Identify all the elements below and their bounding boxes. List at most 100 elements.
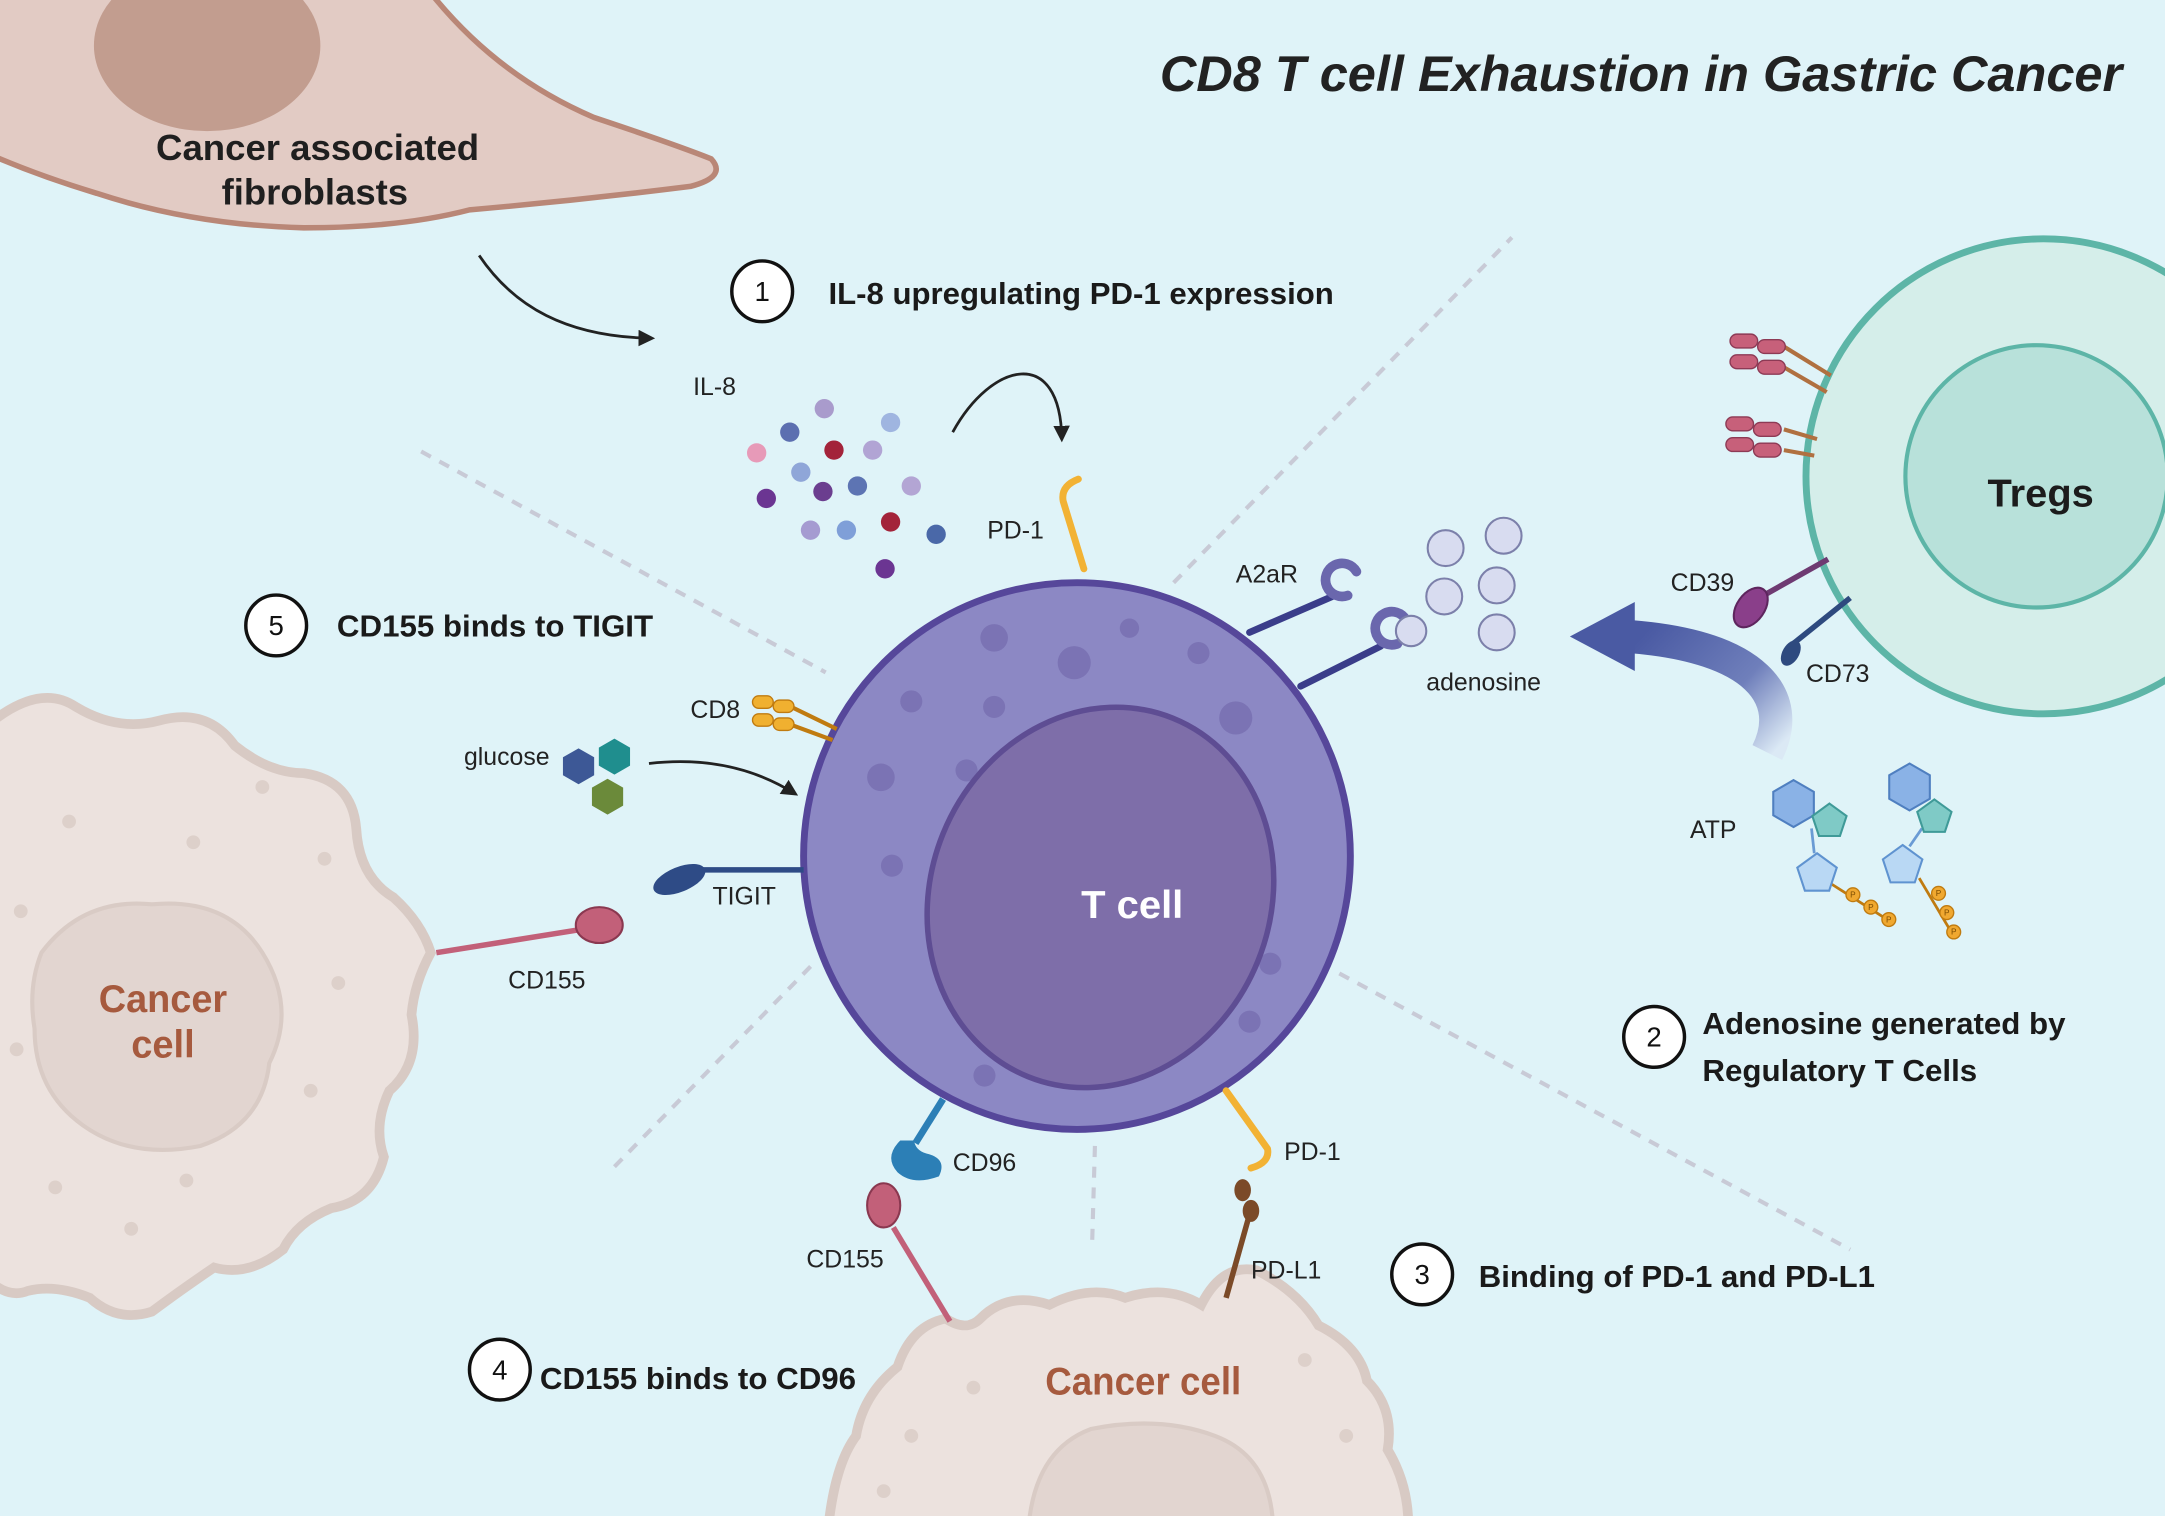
receptor-domain [1725, 436, 1755, 453]
atp-molecule: P P P [1772, 778, 1897, 928]
step-description: CD155 binds to TIGIT [337, 610, 654, 643]
divider-line [1090, 1145, 1097, 1243]
atp-bond [1810, 828, 1816, 854]
treg-nucleus [1903, 343, 2165, 610]
cd8-domain [772, 699, 795, 714]
il8-particle [880, 412, 901, 433]
glucose-uptake-arrow [648, 760, 799, 796]
adenosine-molecule [1477, 566, 1516, 605]
receptor-domain [1725, 416, 1755, 432]
il8-particle [746, 443, 767, 463]
step-number-circle [244, 593, 309, 658]
phosphate-group [1946, 924, 1962, 940]
step-description: Binding of PD-1 and PD-L1 [1479, 1261, 1875, 1294]
pdl1-domain [1242, 1199, 1260, 1222]
treg-surface-receptor [1725, 416, 1818, 458]
cd96-receptor: CD96 [891, 1097, 1017, 1181]
il8-particle [926, 524, 946, 544]
arrow-shaft [1627, 619, 1793, 760]
cytoplasm-granule [983, 695, 1006, 718]
atp-molecule: P P P [1881, 762, 1962, 940]
cd155-bottom-label: CD155 [806, 1246, 883, 1273]
bound-adenosine [1394, 614, 1428, 648]
pdl1-ligand: PD-L1 [1223, 1179, 1321, 1299]
cytoplasm-granule [867, 763, 895, 792]
step-number: 4 [492, 1354, 507, 1385]
step-5: 5 CD155 binds to TIGIT [244, 593, 654, 658]
divider-line [612, 960, 817, 1169]
t-cell-label: T cell [1081, 884, 1183, 927]
step-number-circle [1622, 1004, 1687, 1070]
cd155-stalk [890, 1226, 953, 1323]
cytoplasm-granule [880, 854, 904, 877]
il8-secretion-arrow [477, 254, 656, 347]
treg-surface-receptor [1729, 333, 1832, 394]
pd1-top-label: PD-1 [987, 517, 1044, 544]
phosphate-label: P [1936, 889, 1942, 898]
il8-particle [836, 520, 857, 540]
cytoplasm-dot [62, 814, 76, 829]
pdl1-stalk [1223, 1218, 1251, 1299]
receptor-stalk [1783, 448, 1815, 458]
receptor-domain [1752, 442, 1782, 458]
cancer-cell-nucleus [30, 901, 284, 1152]
cytoplasm-dot [331, 976, 346, 990]
cd155-head [574, 906, 624, 945]
cd96-stalk [912, 1097, 946, 1146]
arrow-head [1569, 601, 1635, 672]
cd8-domain [751, 695, 774, 709]
adenosine-generation-arrow [1569, 601, 1793, 760]
divider-line [420, 449, 827, 675]
cd8-coreceptor: CD8 [690, 695, 838, 742]
cytoplasm-dot [876, 1484, 891, 1499]
cd155-head [866, 1182, 902, 1229]
phosphate-group [1845, 887, 1861, 903]
pd1-bottom-label: PD-1 [1284, 1139, 1341, 1166]
il8-label: IL-8 [693, 374, 736, 401]
cd8-stalk [790, 722, 834, 742]
divider-line [1172, 236, 1514, 585]
cd8-label: CD8 [690, 697, 740, 724]
tigit-label: TIGIT [712, 883, 775, 910]
atp-phosphate-chain [1830, 882, 1893, 924]
cd39-stalk [1760, 556, 1830, 599]
il8-particle [901, 476, 921, 496]
a2ar-binding-site [1370, 606, 1411, 650]
a2ar-binding-site [1320, 558, 1362, 602]
cytoplasm-granule [955, 759, 978, 782]
step-3: 3 Binding of PD-1 and PD-L1 [1390, 1242, 1875, 1307]
il8-particle [824, 440, 844, 460]
atp-bond [1908, 827, 1924, 848]
atp-label: ATP [1690, 817, 1736, 844]
cd39-head [1732, 586, 1769, 629]
page-title: CD8 T cell Exhaustion in Gastric Cancer [1160, 46, 2125, 102]
cytoplasm-dot [317, 851, 332, 866]
phosphate-label: P [1944, 908, 1950, 917]
receptor-stalk [1782, 344, 1832, 378]
step-description-line1: Adenosine generated by [1702, 1008, 2065, 1041]
glucose-hexagon [591, 778, 624, 815]
cytoplasm-dot [255, 780, 270, 794]
step-number: 1 [754, 276, 769, 307]
receptor-domain [1729, 354, 1759, 370]
cancer-cell-bottom-label: Cancer cell [1045, 1360, 1241, 1403]
cytoplasm-granule [1187, 642, 1210, 665]
cancer-cell-body [824, 1264, 1413, 1516]
receptor-stalk [1783, 427, 1818, 442]
fibroblast-nucleus [93, 0, 321, 132]
cd96-label: CD96 [953, 1150, 1017, 1177]
pd1-receptor [1222, 1087, 1272, 1172]
cancer-cell-nucleus [1027, 1421, 1275, 1516]
adenosine-molecule [1477, 613, 1516, 652]
cytoplasm-granule [1057, 646, 1091, 680]
glucose-hexagon [562, 748, 595, 785]
cd155-left-ligand: CD155 [435, 906, 624, 995]
step-number: 3 [1414, 1259, 1429, 1290]
adenine-pentagon [1916, 798, 1953, 833]
receptor-domain [1756, 338, 1786, 355]
cd155-left-label: CD155 [508, 968, 585, 995]
adenine-hexagon [1772, 778, 1815, 829]
cancer-cell-left-label-line2: cell [131, 1024, 195, 1067]
il8-particles [746, 399, 946, 579]
